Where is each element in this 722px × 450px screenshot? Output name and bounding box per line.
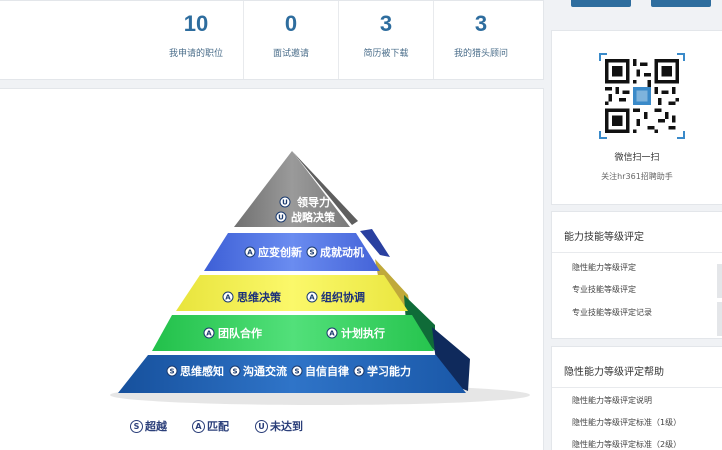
divider: [338, 1, 339, 79]
legend-label: 超越: [145, 420, 167, 433]
top-button-right[interactable]: [651, 0, 711, 7]
stat-label: 简历被下载: [363, 49, 409, 59]
legend-match: A 匹配: [192, 418, 229, 434]
stat-value: 0: [284, 11, 298, 36]
stat-label: 我申请的职位: [168, 49, 223, 59]
link-rating-standard-level-1[interactable]: 隐性能力等级评定标准（1级）: [572, 418, 682, 427]
scrollbar-edge[interactable]: [717, 302, 722, 336]
pyramid-label: 成就动机: [320, 245, 364, 259]
stat-value: 10: [183, 11, 209, 36]
link-professional-skill-rating[interactable]: 专业技能等级评定: [572, 285, 636, 294]
pyramid-label: 学习能力: [367, 364, 411, 378]
pyramid-tier-top: [234, 151, 350, 227]
side-face-level3: [375, 259, 412, 317]
stat-applied-jobs[interactable]: 10 我申请的职位: [148, 1, 244, 79]
badge-letter: A: [329, 330, 335, 338]
stat-interview-invites[interactable]: 0 面试邀请: [243, 1, 339, 79]
pyramid-item: U: [275, 211, 287, 223]
scrollbar-edge[interactable]: [717, 264, 722, 298]
side-face-level4: [404, 295, 435, 351]
badge-letter: U: [278, 214, 284, 222]
competency-pyramid: U 领导力 U 战略决策 A 应变创新 S 成就动机 A 思维决策 A 组织协调…: [110, 151, 530, 405]
pyramid-tier-level3: [176, 275, 408, 311]
badge-letter: S: [169, 368, 174, 376]
badge-letter: S: [294, 368, 299, 376]
divider: [243, 1, 244, 79]
divider: [552, 252, 722, 253]
skill-rating-panel: 能力技能等级评定 隐性能力等级评定 专业技能等级评定 专业技能等级评定记录: [551, 211, 722, 339]
pyramid-label: 领导力: [296, 195, 330, 209]
implicit-ability-help-panel: 隐性能力等级评定帮助 隐性能力等级评定说明 隐性能力等级评定标准（1级） 隐性能…: [551, 346, 722, 450]
pyramid-tier-level4: [152, 315, 434, 351]
stats-panel: 10 我申请的职位 0 面试邀请 3 简历被下载 3 我的猎头顾问: [0, 0, 544, 80]
link-rating-description[interactable]: 隐性能力等级评定说明: [572, 396, 652, 405]
link-implicit-ability-rating[interactable]: 隐性能力等级评定: [572, 263, 636, 272]
legend-badge: U: [255, 419, 268, 433]
qr-title: 微信扫一扫: [614, 153, 660, 163]
stat-label: 面试邀请: [272, 49, 309, 59]
pyramid-label: 战略决策: [291, 210, 336, 224]
pyramid-label: 思维决策: [237, 290, 282, 304]
pyramid-label: 组织协调: [321, 290, 365, 304]
pyramid-item: U: [279, 196, 291, 208]
legend-label: 匹配: [207, 420, 229, 433]
legend-badge: A: [192, 419, 205, 433]
badge-letter: S: [309, 249, 314, 257]
link-professional-skill-rating-record[interactable]: 专业技能等级评定记录: [572, 308, 652, 317]
badge-letter: S: [356, 368, 361, 376]
stat-value: 3: [474, 11, 488, 36]
wechat-qr-panel: 微信扫一扫 关注hr361招聘助手: [551, 30, 722, 205]
stat-value: 3: [379, 11, 393, 36]
pyramid-label: 计划执行: [341, 326, 385, 340]
legend-label: 未达到: [270, 420, 303, 433]
panel-title: 能力技能等级评定: [564, 232, 644, 243]
legend-not-reached: U 未达到: [255, 418, 303, 434]
link-rating-standard-level-2[interactable]: 隐性能力等级评定标准（2级）: [572, 440, 682, 449]
pyramid-label: 沟通交流: [243, 364, 287, 378]
qr-subtitle: 关注hr361招聘助手: [601, 172, 673, 181]
side-face-level2: [360, 229, 390, 257]
pyramid-label: 应变创新: [258, 245, 302, 259]
legend-badge: S: [130, 419, 143, 433]
qr-code-image: [605, 59, 679, 133]
badge-letter: S: [232, 368, 237, 376]
top-button-left[interactable]: [571, 0, 631, 7]
badge-letter: A: [309, 294, 315, 302]
competency-pyramid-panel: U 领导力 U 战略决策 A 应变创新 S 成就动机 A 思维决策 A 组织协调…: [0, 88, 544, 450]
stat-resume-downloads[interactable]: 3 简历被下载: [338, 1, 434, 79]
badge-letter: A: [247, 249, 253, 257]
pyramid-tier-level2: [204, 233, 380, 271]
badge-letter: A: [206, 330, 212, 338]
divider: [433, 1, 434, 79]
pyramid-label: 团队合作: [218, 326, 262, 340]
stat-label: 我的猎头顾问: [453, 49, 508, 59]
pyramid-label: 思维感知: [180, 364, 224, 378]
qr-code-frame: [599, 53, 685, 139]
pyramid-label: 自信自律: [305, 364, 349, 378]
pyramid-tier-level5: [118, 355, 466, 393]
legend-exceed: S 超越: [130, 418, 167, 434]
divider: [552, 387, 722, 388]
badge-letter: U: [282, 199, 288, 207]
panel-title: 隐性能力等级评定帮助: [564, 367, 664, 378]
side-face-top: [292, 151, 358, 225]
badge-letter: A: [225, 294, 231, 302]
stat-headhunters[interactable]: 3 我的猎头顾问: [433, 1, 529, 79]
